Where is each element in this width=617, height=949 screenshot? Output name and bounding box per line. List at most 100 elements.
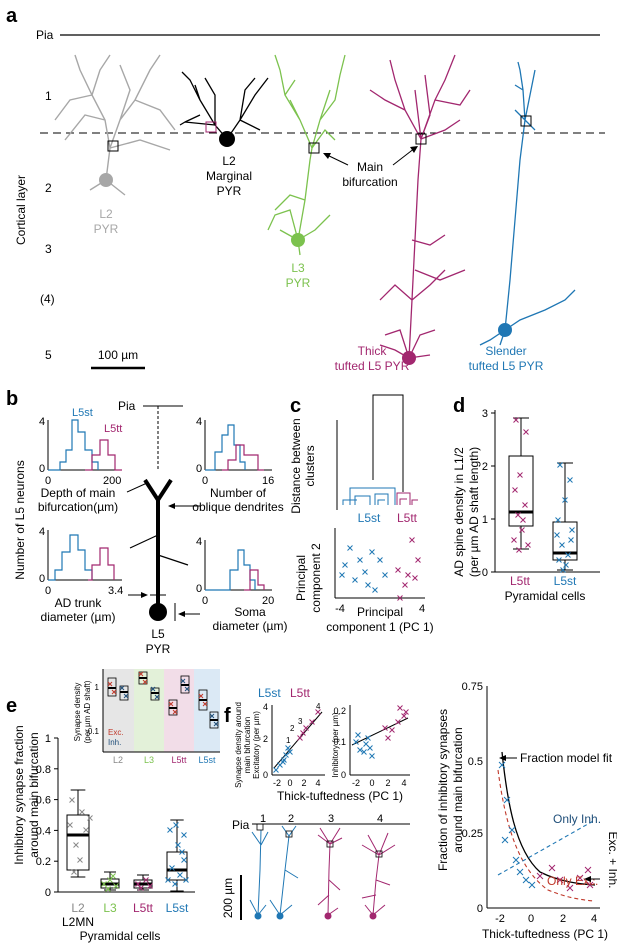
f-exc-xtick-2: 2	[301, 778, 306, 788]
data-point	[339, 572, 345, 578]
data-point	[79, 809, 85, 815]
data-point	[179, 849, 185, 855]
f-neuron-3	[317, 827, 343, 920]
f-legend-l5tt: L5tt	[290, 686, 311, 700]
hist4-xmax: 20	[262, 595, 274, 607]
f-neuron-2	[269, 825, 299, 920]
f-right-plot	[497, 751, 596, 902]
pca-xlabel1: Principal	[357, 605, 403, 619]
box	[66, 814, 90, 871]
pia-label: Pia	[36, 28, 54, 42]
pca-xlabel2: component 1 (PC 1)	[326, 620, 433, 634]
data-point	[372, 587, 378, 593]
data-point	[367, 745, 373, 751]
hist2-ymax: 4	[196, 416, 202, 428]
data-point	[169, 865, 175, 871]
data-point	[409, 537, 415, 543]
hist-depth-bifurcation: L5st L5tt 4 0 0 200	[39, 407, 122, 487]
data-point	[303, 725, 309, 731]
data-point	[142, 679, 148, 685]
data-point	[385, 735, 391, 741]
inset-ylabel1: Synapse density	[73, 683, 82, 742]
f-legend-l5st: L5st	[258, 686, 281, 700]
d-xlabel: Pyramidal cells	[505, 589, 586, 603]
data-point	[584, 866, 592, 874]
neuron-l3	[267, 54, 346, 256]
panel-b-y-label: Number of L5 neurons	[13, 460, 27, 579]
f-right-ytick-025: 0.25	[462, 828, 483, 840]
neuron-l2	[54, 54, 176, 196]
hist3-label2: diameter (µm)	[41, 610, 116, 624]
data-point	[512, 856, 520, 864]
data-point	[107, 681, 113, 687]
f-right-ylabel2: around main bifurcation	[451, 727, 465, 852]
data-point	[403, 709, 409, 715]
data-point	[519, 527, 525, 533]
data-point	[150, 686, 156, 692]
f-inh-xtick-0: 0	[369, 778, 374, 788]
f-exc-xtick-0: 0	[287, 778, 292, 788]
data-point	[77, 857, 83, 863]
f-neuron-4	[361, 832, 396, 920]
layer-1: 1	[45, 89, 52, 103]
data-point	[568, 537, 574, 543]
data-point	[377, 557, 383, 563]
data-point	[297, 735, 303, 741]
data-point	[515, 512, 521, 518]
data-point	[181, 832, 187, 838]
panel-d-ylabel1: AD spine density in L1/2	[452, 447, 466, 577]
data-point	[73, 842, 79, 848]
data-point	[198, 693, 204, 699]
panel-b-label: b	[6, 388, 18, 410]
f-right-xtick-4: 4	[591, 913, 597, 925]
data-point	[143, 877, 149, 883]
data-point	[369, 549, 375, 555]
f-exc-ylabel2: main bifurcation	[243, 717, 252, 773]
f-scale-bar-label: 200 µm	[221, 878, 235, 918]
main-bifurcation-label-line2: bifurcation	[342, 175, 397, 189]
data-point	[147, 883, 153, 889]
data-point	[173, 822, 179, 828]
f-inh-xtick-2: 2	[385, 778, 390, 788]
inset-ylabel2: (per µm AD shaft)	[83, 680, 92, 743]
inset-ytick-1: 1	[95, 683, 100, 692]
data-point	[517, 472, 523, 478]
pca-ylabel2: component 2	[309, 543, 323, 613]
data-point	[563, 562, 569, 568]
d-tick-label: 2	[482, 461, 488, 473]
data-point	[113, 883, 119, 889]
dendro-ylabel2: clusters	[303, 445, 317, 486]
data-point	[397, 705, 403, 711]
data-point	[536, 872, 544, 880]
data-point	[138, 671, 144, 677]
inset-cat-l5st: L5st	[198, 755, 216, 765]
data-point	[369, 753, 375, 759]
data-point	[402, 582, 408, 588]
neuron-l5-slender-tufted	[479, 61, 576, 346]
hist2-y0: 0	[196, 463, 202, 475]
bifurcation-arrow-l5tt	[392, 147, 416, 166]
data-point	[565, 552, 571, 558]
d-tick-label: 1	[482, 514, 488, 526]
f-fit-arrowhead	[499, 755, 506, 761]
data-point	[107, 877, 113, 883]
inset-cat-l2: L2	[113, 755, 123, 765]
data-point	[559, 542, 565, 548]
f-neuron-num-3: 3	[328, 813, 334, 825]
data-point	[138, 885, 144, 891]
hist1-l5st: L5st	[72, 407, 93, 419]
data-point	[503, 796, 511, 804]
f-exc-ylabel3: Excitatory (per µm)	[252, 711, 261, 779]
hist2-label2: oblique dendrites	[192, 500, 283, 514]
data-point	[361, 749, 367, 755]
data-point	[415, 557, 421, 563]
data-point	[167, 827, 173, 833]
hist3-arrowhead	[141, 592, 148, 598]
l2m-label-line1: L2	[222, 154, 236, 168]
data-point	[172, 709, 178, 715]
l2m-label-line2: Marginal	[206, 169, 252, 183]
data-point	[528, 881, 536, 889]
f-exc-xtick-4: 4	[315, 778, 320, 788]
f-inh-ylabel: Inhibitory (per µm)	[331, 712, 340, 777]
